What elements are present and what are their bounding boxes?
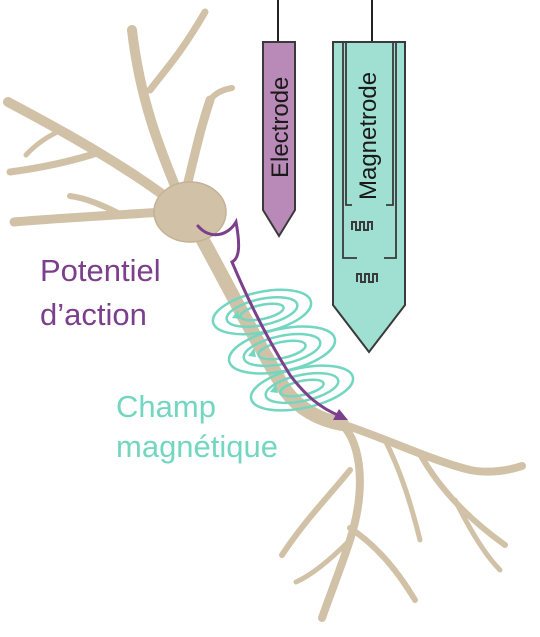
neuron — [3, 8, 526, 622]
dendrite — [181, 95, 215, 195]
axon-terminal — [347, 525, 418, 603]
magnetic-field-label-line2: magnétique — [116, 429, 279, 464]
dendrite — [205, 85, 235, 107]
electrode-probe: Electrode — [262, 0, 296, 238]
electrode-body — [262, 41, 296, 238]
dendrite — [6, 148, 104, 176]
dendrite — [23, 127, 65, 158]
magnetrode-label: Magnetrode — [355, 72, 382, 200]
arrow-head-icon — [333, 409, 348, 420]
soma — [153, 181, 227, 243]
magnetic-field-label-line1: Champ — [116, 389, 216, 424]
magnetrode-probe: Magnetrode — [332, 0, 406, 354]
dendrite — [127, 25, 185, 203]
dendrite — [9, 207, 167, 227]
axon-terminal — [318, 420, 364, 622]
action-potential-label-line1: Potentiel — [40, 253, 161, 288]
magnetic-sensor-icon — [351, 221, 378, 283]
action-potential-path — [196, 217, 342, 418]
axon-terminal — [293, 537, 353, 585]
field-arrow-icon — [270, 384, 278, 393]
magnetrode-circuit-traces — [342, 42, 397, 259]
field-loop-set — [211, 288, 313, 336]
axon-terminal — [338, 420, 526, 476]
electrode-label: Electrode — [267, 77, 294, 178]
dendrite — [146, 8, 209, 94]
field-arrow-icon — [248, 348, 256, 357]
axon-terminal — [279, 467, 353, 558]
field-arrow-icon — [232, 310, 240, 319]
action-potential-trace — [196, 217, 348, 420]
axon — [193, 228, 349, 431]
dendrite — [67, 193, 123, 217]
axon-terminal — [452, 497, 503, 573]
axon-terminal — [382, 437, 423, 543]
action-potential-label-line2: d’action — [40, 297, 147, 332]
field-loop-set — [249, 364, 355, 412]
